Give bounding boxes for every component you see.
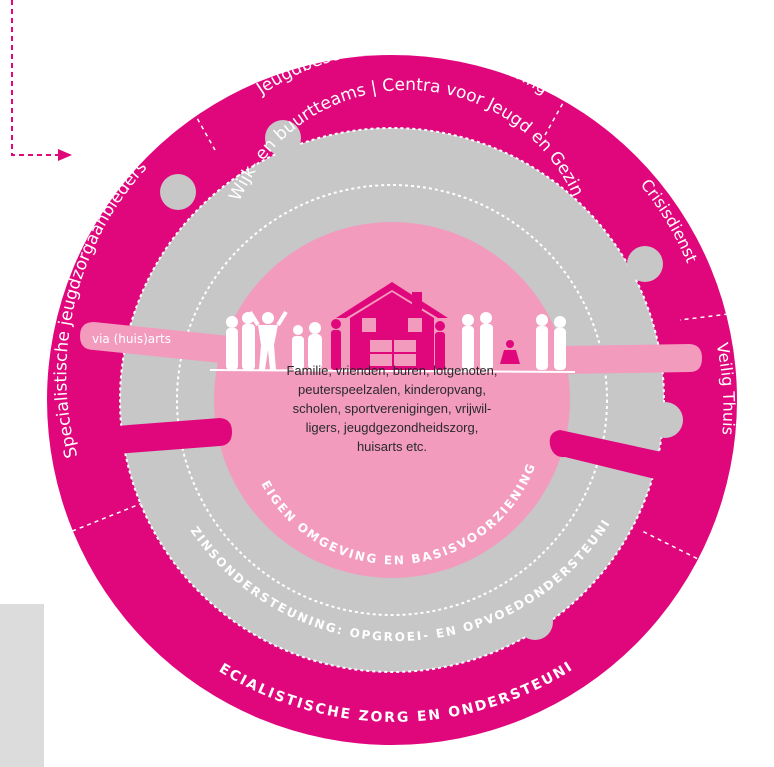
corner-box [0,604,44,767]
right-pink-bar [560,344,702,374]
via-huisarts-bar [80,322,230,364]
center-line: scholen, sportverenigingen, vrijwil- [292,401,492,416]
center-description: Familie, vrienden, buren, lotgenoten, pe… [262,361,522,456]
arrow-right-icon [11,0,72,161]
house-icon [336,282,448,370]
segment-separators [49,54,761,581]
people-silhouettes-icon [226,310,566,370]
center-line: ligers, jeugdgezondheidszorg, [305,420,479,435]
center-line: Familie, vrienden, buren, lotgenoten, [286,363,498,378]
puzzle-knobs [160,120,683,640]
inner-disc [214,222,570,578]
ground-line [209,369,576,373]
left-magenta-bar [90,418,232,456]
via-huisarts-label: via (huis)arts [92,332,171,346]
center-line: huisarts etc. [356,439,428,454]
center-line: peuterspeelzalen, kinderopvang, [298,382,486,397]
right-magenta-bar [549,430,708,490]
